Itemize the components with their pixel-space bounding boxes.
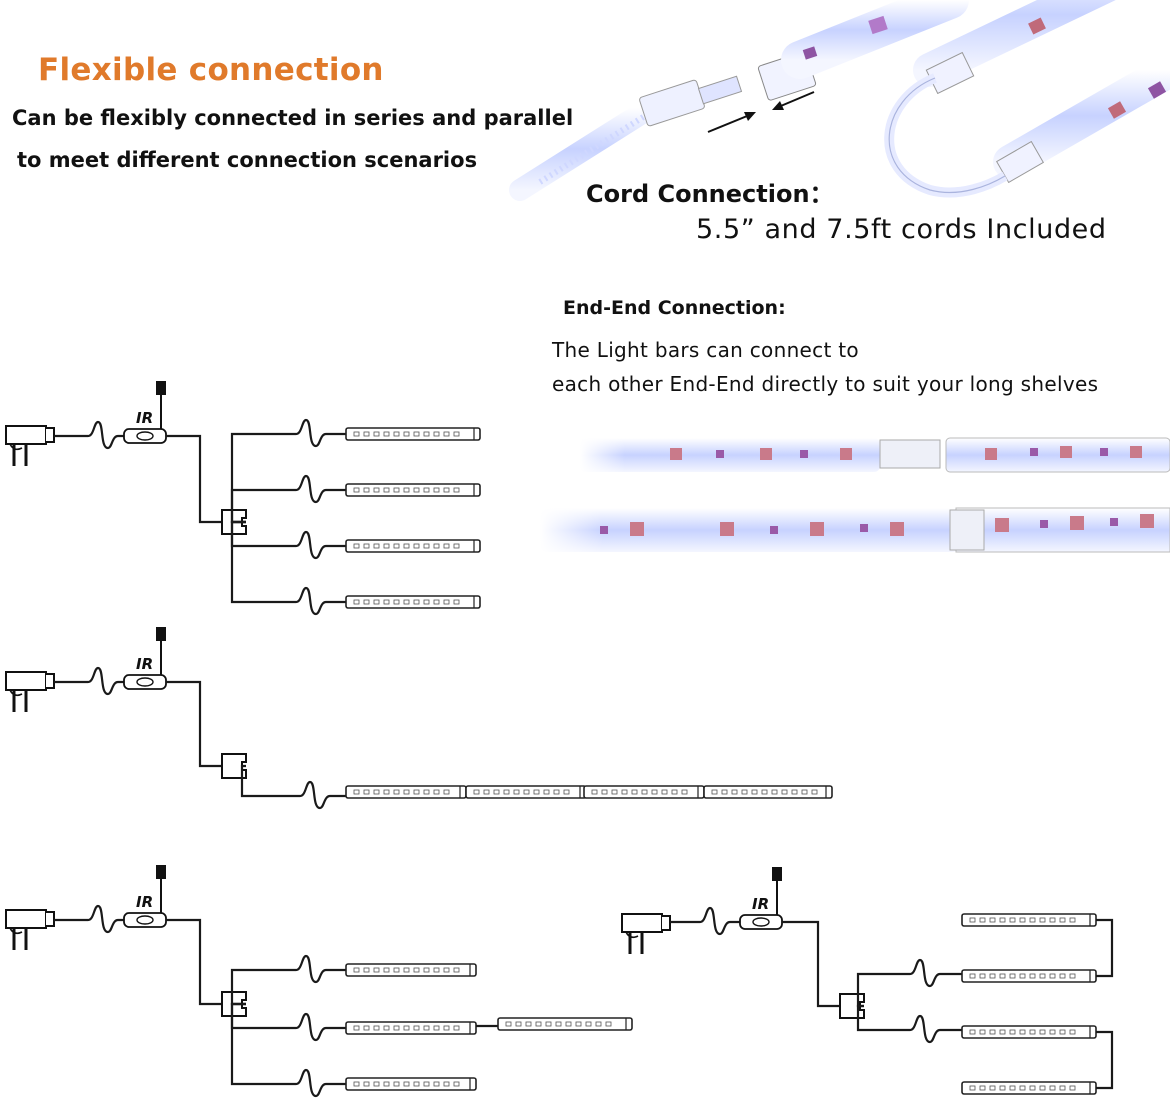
cord-connection-photo <box>509 0 1170 201</box>
ir-receiver: IR <box>739 867 783 930</box>
end-end-description-line-1: The Light bars can connect to <box>552 338 859 362</box>
subtitle-line-2: to meet different connection scenarios <box>17 148 478 172</box>
wire <box>230 418 346 524</box>
subtitle-line-1: Can be flexibly connected in series and … <box>12 106 574 130</box>
light-bar <box>961 1081 1097 1095</box>
wire <box>230 954 346 1006</box>
cord-connection-description: 5.5” and 7.5ft cords Included <box>696 214 1107 245</box>
wire <box>230 1002 346 1042</box>
cord-connection-title: Cord Connection： <box>586 180 834 208</box>
ir-receiver: IR <box>123 627 167 690</box>
light-bar <box>465 785 587 799</box>
wire <box>856 958 962 1008</box>
wire <box>166 434 222 524</box>
wire <box>856 1004 962 1044</box>
wire <box>230 474 346 524</box>
wire <box>54 666 124 696</box>
wiring-diagrams: IR IR IR IR <box>5 381 1114 1098</box>
wire <box>54 904 124 934</box>
wire <box>230 520 346 560</box>
ir-receiver: IR <box>123 865 167 928</box>
light-bar <box>961 1025 1097 1039</box>
wire <box>166 918 222 1006</box>
light-bar <box>961 913 1097 927</box>
light-bar <box>583 785 705 799</box>
light-bar <box>345 427 481 441</box>
light-bar <box>961 969 1097 983</box>
light-bar <box>345 785 467 799</box>
wire <box>240 764 346 810</box>
light-bar <box>345 595 481 609</box>
ir-label: IR <box>752 895 769 913</box>
wire <box>670 906 740 936</box>
wire <box>782 920 840 1008</box>
power-adapter <box>5 909 55 950</box>
light-bar <box>345 963 477 977</box>
light-bar <box>703 785 833 799</box>
wire <box>54 420 124 450</box>
page-title: Flexible connection <box>38 52 384 88</box>
end-end-connection-title: End-End Connection: <box>563 297 786 319</box>
light-bar <box>345 483 481 497</box>
end-end-connection-photo <box>540 437 1170 553</box>
ir-label: IR <box>136 655 153 673</box>
wire <box>166 680 222 768</box>
ir-label: IR <box>136 409 153 427</box>
light-bar <box>345 1021 477 1035</box>
ir-label: IR <box>136 893 153 911</box>
wire <box>1096 918 1114 978</box>
power-adapter <box>5 425 55 466</box>
light-bar <box>345 1077 477 1091</box>
ir-receiver: IR <box>123 381 167 444</box>
light-bar <box>345 539 481 553</box>
power-adapter <box>621 913 671 954</box>
wire <box>1096 1030 1114 1090</box>
end-end-description-line-2: each other End-End directly to suit your… <box>552 372 1099 396</box>
wire <box>230 520 346 616</box>
power-adapter <box>5 671 55 712</box>
light-bar <box>497 1017 633 1031</box>
wire <box>230 1002 346 1098</box>
